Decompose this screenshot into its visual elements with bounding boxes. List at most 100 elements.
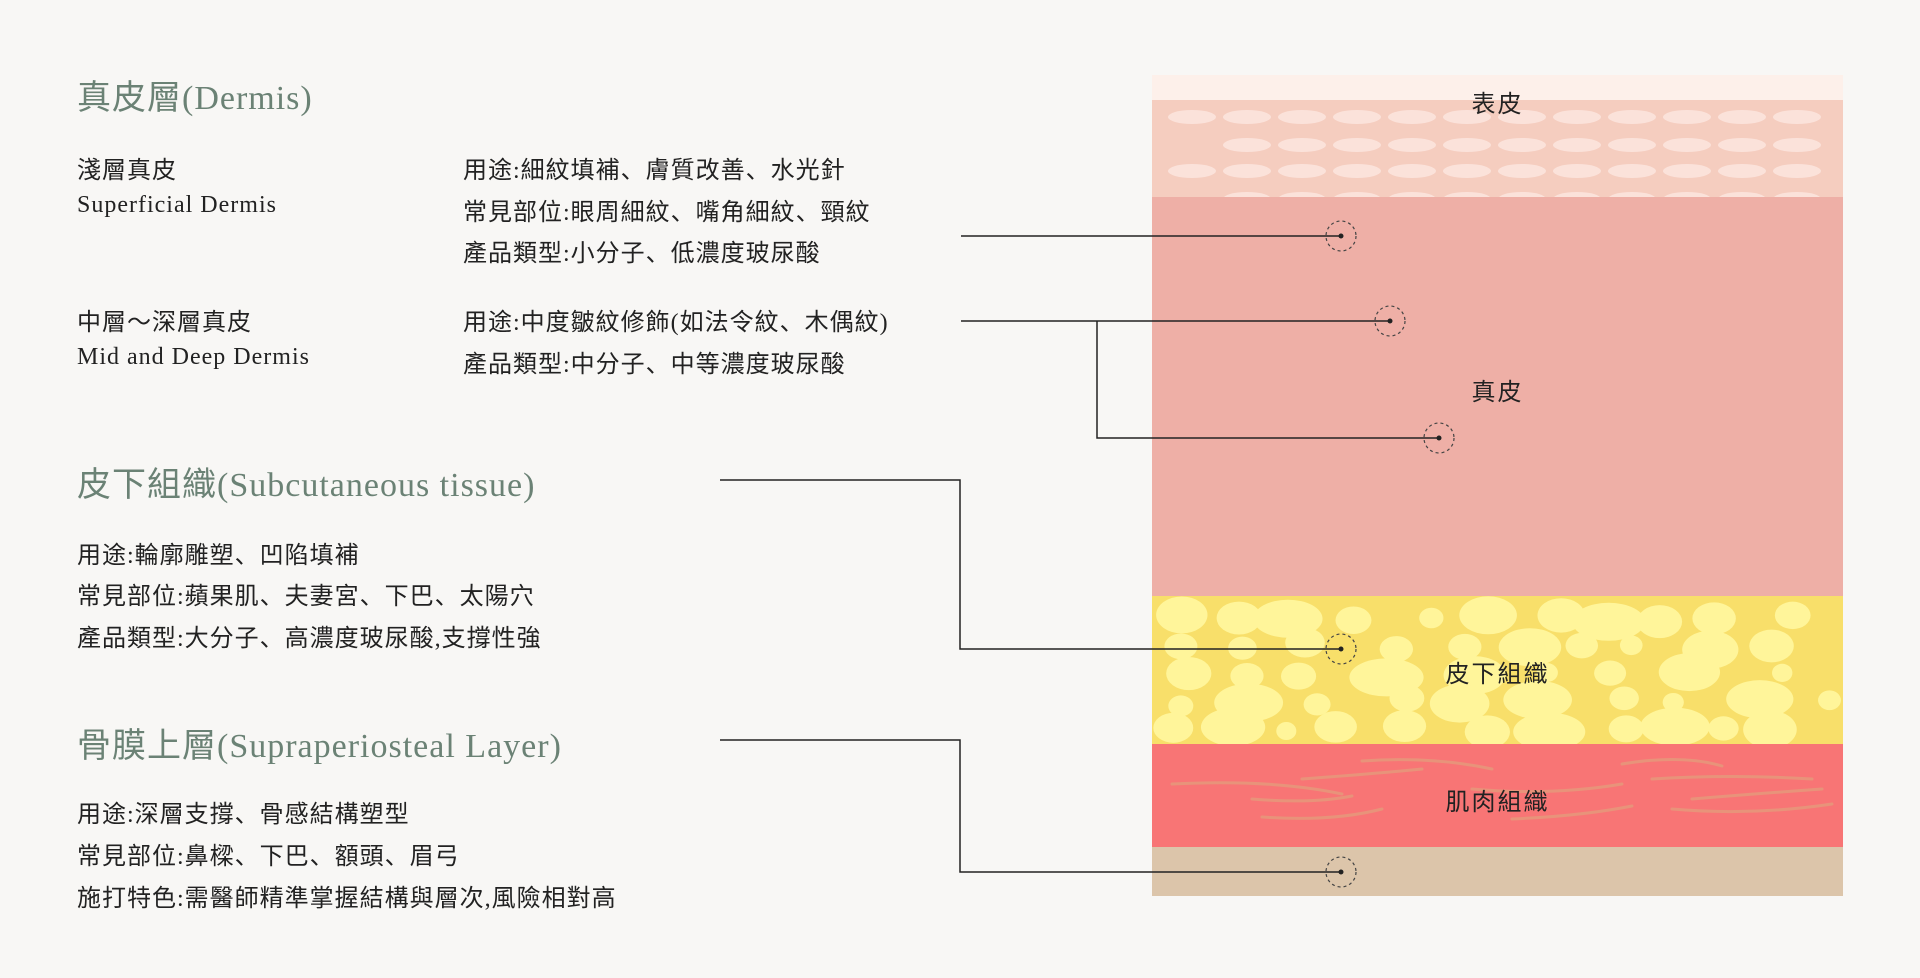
epidermis-cell [1773,110,1821,124]
epidermis-cell [1388,138,1436,152]
epidermis-cell [1773,164,1821,178]
muscle-fiber [1690,787,1824,801]
fat-cell [1498,628,1562,667]
epidermis-cell [1444,192,1490,197]
mid-deep-dermis-name-en: Mid and Deep Dermis [77,344,310,370]
fat-cell [1708,716,1739,741]
epidermis-cell [1388,110,1436,124]
epidermis-cell [1663,164,1711,178]
fat-cell [1303,693,1331,716]
mid-deep-dermis-name-zh: 中層～深層真皮 [77,310,252,336]
fat-cells [1153,596,1841,744]
epidermis-cell [1333,138,1381,152]
epidermis-cell [1553,164,1601,178]
callout-mid-deep-dermis [961,305,1455,454]
fat-cell [1216,601,1262,635]
fat-cell [1153,712,1194,743]
fat-cell [1166,656,1212,691]
epidermis-cell [1223,110,1271,124]
fat-cell [1503,680,1572,719]
epidermis-cell [1718,138,1766,152]
epidermis-cell [1223,138,1271,152]
muscle-fiber [1470,782,1624,794]
muscle-fiber [1170,781,1344,796]
epidermis-top-band [1152,75,1843,100]
subcutaneous-areas: 常見部位:蘋果肌、夫妻宮、下巴、太陽穴 [77,584,535,610]
muscle-fiber [1250,794,1354,803]
callout-superficial-dermis [961,220,1357,252]
fat-cell [1164,633,1198,660]
fat-cell [1772,663,1793,682]
callout-supraperiosteal [720,739,1357,888]
muscle-fiber [1360,758,1494,771]
subcutaneous-label: 皮下組織 [1445,662,1550,688]
epidermis-cells [1168,110,1821,197]
epidermis-cell [1443,138,1491,152]
fat-cell [1419,607,1444,629]
epidermis-cell [1774,192,1820,197]
fat-cell [1230,662,1264,689]
dermis-layer: 真皮 [1152,197,1843,596]
epidermis-cell [1719,192,1765,197]
epidermis-cell [1553,110,1601,124]
supraperiosteal-title: 骨膜上層(Supraperiosteal Layer) [77,728,562,765]
epidermis-cell [1498,138,1546,152]
superficial-dermis-name-zh: 淺層真皮 [77,158,177,184]
subcutaneous-use: 用途:輪廓雕塑、凹陷填補 [77,543,360,569]
epidermis-cell [1278,138,1326,152]
fat-cell [1285,627,1325,658]
epidermis-cell [1498,164,1546,178]
subcutaneous-title: 皮下組織(Subcutaneous tissue) [77,467,536,504]
epidermis-cell [1389,192,1435,197]
epidermis-cell [1279,192,1325,197]
epidermis-cell [1553,138,1601,152]
epidermis-cell [1278,110,1326,124]
dermis-title: 真皮層(Dermis) [77,80,313,117]
fat-cell [1382,710,1427,743]
fat-cell [1228,636,1257,660]
epidermis-cell [1443,110,1491,124]
muscle-fiber [1510,804,1634,821]
epidermis-cell [1663,138,1711,152]
dermis-label: 真皮 [1471,380,1524,406]
muscle-layer: 肌肉組織 [1152,744,1843,847]
epidermis-cell [1388,164,1436,178]
muscle-fiber [1620,757,1724,768]
fat-cell [1572,602,1645,641]
fat-cell [1662,692,1684,712]
fat-cell [1276,721,1297,741]
fat-cell [1513,712,1586,744]
epidermis-cell [1773,138,1821,152]
fat-cell [1594,660,1627,686]
superficial-dermis-areas: 常見部位:眼周細紋、嘴角細紋、頸紋 [463,200,871,226]
mid-deep-dermis-product: 產品類型:中分子、中等濃度玻尿酸 [463,352,846,378]
callout-subcutaneous [720,479,1357,665]
fat-cell [1314,711,1357,743]
fat-cell [1619,635,1643,656]
fat-cell [1640,707,1710,744]
epidermis-cell [1168,110,1216,124]
fat-cell [1608,715,1644,743]
fat-cell [1200,708,1266,744]
supraperiosteal-use: 用途:深層支撐、骨感結構塑型 [77,802,410,828]
muscle-fiber [1650,775,1814,781]
muscle-fiber [1670,802,1834,814]
subcutaneous-product: 產品類型:大分子、高濃度玻尿酸,支撐性強 [77,626,542,652]
epidermis-cell [1443,164,1491,178]
muscle-fiber [1300,767,1424,781]
epidermis-cell [1608,138,1656,152]
epidermis-cell [1663,110,1711,124]
epidermis-cell [1608,110,1656,124]
fat-cell [1379,636,1414,663]
muscle-label: 肌肉組織 [1445,790,1550,816]
superficial-dermis-use: 用途:細紋填補、膚質改善、水光針 [463,158,846,184]
fat-cell [1448,633,1482,660]
fat-cell [1429,684,1490,723]
fat-cell [1389,684,1425,712]
epidermis-cell [1609,192,1655,197]
epidermis-cell [1333,110,1381,124]
epidermis-cell [1718,164,1766,178]
superficial-dermis-name-en: Superficial Dermis [77,192,277,218]
epidermis-cell [1333,164,1381,178]
